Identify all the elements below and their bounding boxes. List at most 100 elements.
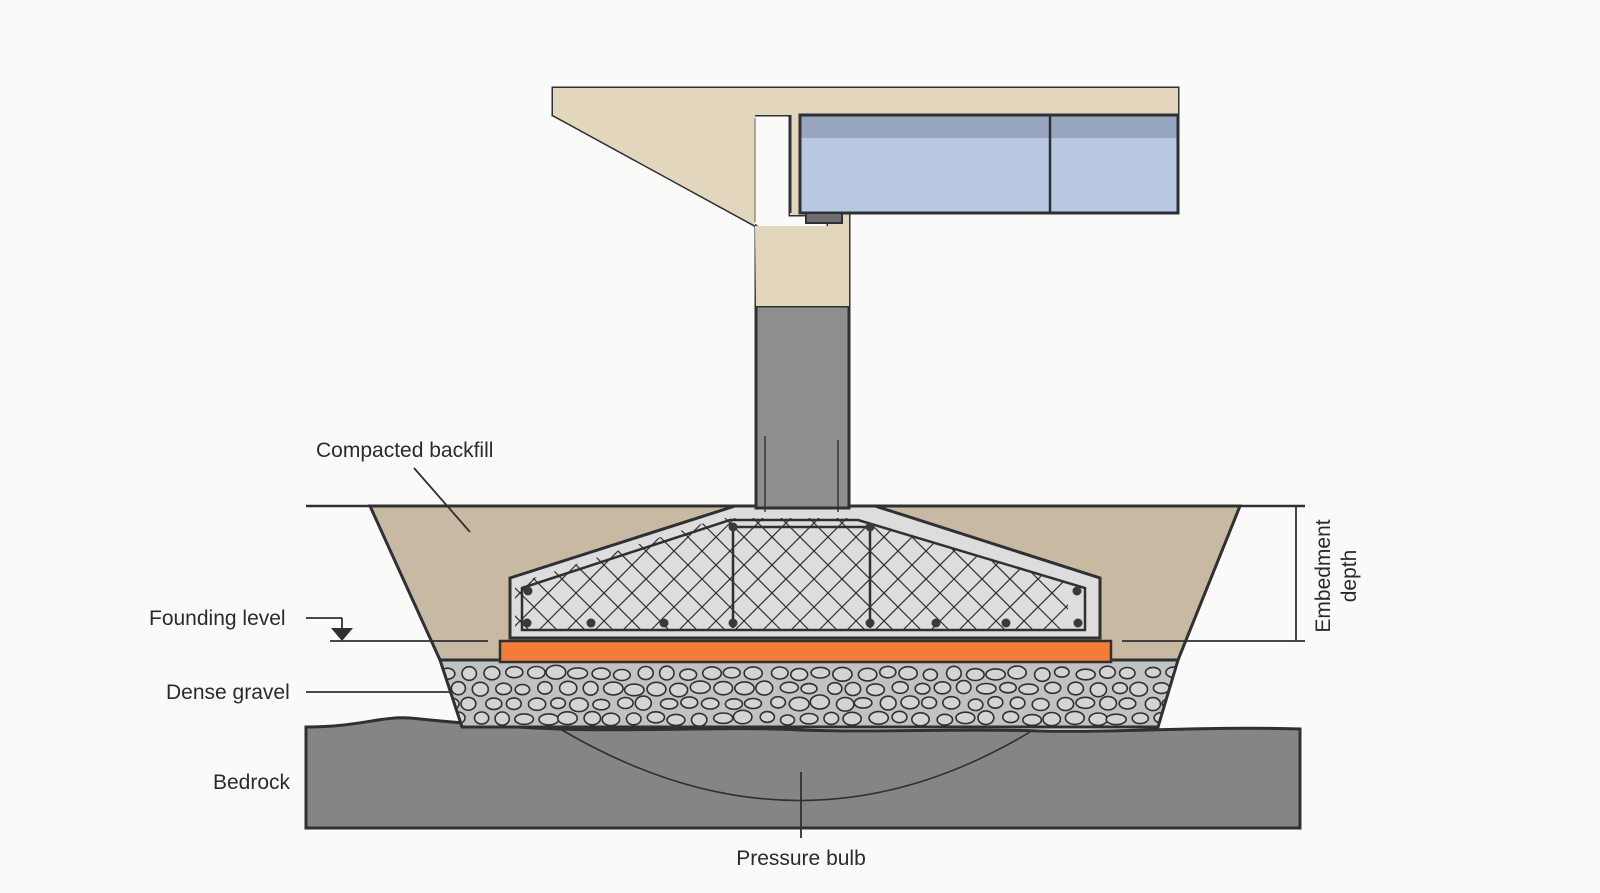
gravel-stone [1118,666,1136,680]
gravel-stone [868,710,890,726]
lean-concrete-pad [498,639,1113,664]
gravel-stone [461,665,478,682]
gravel-stone [527,697,547,712]
gravel-stone [513,713,535,726]
gravel-stone [941,695,961,710]
gravel-stone [832,666,853,682]
gravel-stone [612,668,632,682]
gravel-stone [1007,665,1028,680]
gravel-stone [700,697,720,710]
label-founding-level: Founding level [149,607,286,630]
gravel-stone [734,681,755,696]
bedrock-layer [304,716,1302,830]
gravel-stone [1021,713,1043,727]
gravel-stone [689,680,711,695]
gravel-stone [955,679,972,695]
gravel-stone [922,668,939,682]
rebar-dot [659,618,669,628]
rebar-dot [586,618,596,628]
gravel-stone [759,710,776,724]
gravel-stone [900,695,920,710]
gravel-stone [799,712,819,725]
gravel-stone [526,665,546,680]
gravel-stone [473,711,490,725]
gravel-stone [898,665,919,681]
rebar-dot [1001,618,1011,628]
gravel-stone [800,682,818,695]
gravel-stone [1001,710,1020,724]
gravel-stone [556,710,578,726]
gravel-stone [1089,682,1108,698]
gravel-stone [1056,696,1075,712]
label-bedrock: Bedrock [213,771,291,794]
gravel-stone [987,695,1004,709]
gravel-stone [591,667,611,681]
gravel-stone [1009,696,1026,710]
bearing [805,212,843,224]
gravel-stone [789,667,809,682]
gravel-stone [975,682,997,695]
gravel-stone [933,680,952,695]
gravel-stone [1067,681,1085,696]
label-compacted-backfill: Compacted backfill [316,439,493,462]
gravel-stone [810,666,831,679]
gravel-stone [743,666,764,681]
rebar-dot [523,586,533,596]
gravel-stone [460,696,477,711]
gravel-stone [623,683,645,697]
gravel-stone [955,711,976,725]
gravel-stone [1098,665,1117,680]
gravel-stone [658,665,675,681]
gravel-stone [920,696,938,710]
gravel-stone [1042,711,1062,727]
gravel-stone [779,681,800,694]
gravel-stone [504,665,524,679]
gravel-stone [977,710,995,726]
gravel-stone [857,667,878,682]
gravel-stone [826,681,843,696]
gravel-stone [495,682,513,696]
gravel-stone [985,668,1007,681]
gravel-stone [1144,696,1162,712]
girder [788,113,1180,215]
gravel-stone [936,713,954,726]
gravel-stone [1018,683,1040,696]
gravel-stone [625,712,642,726]
gravel-stone [592,698,611,711]
column [754,304,851,510]
gravel-stone [701,666,723,681]
gravel-stone [769,695,787,709]
gravel-stone [967,698,984,712]
gravel-stone [1031,697,1050,712]
founding-level-arrow [331,628,353,641]
gravel-stone [538,713,560,726]
rebar-dot [1072,586,1082,596]
gravel-stone [1111,681,1129,695]
gravel-stone [549,697,567,710]
gravel-stone [879,695,897,711]
gravel-stone [891,680,910,695]
gravel-stone [965,667,985,682]
gravel-stone [537,680,553,695]
gravel-stone [483,665,501,681]
gravel-stone [724,697,744,710]
gravel-stone [616,696,634,710]
gravel-stone [666,713,686,727]
gravel-stone [634,695,653,711]
gravel-stone [690,712,708,727]
rebar-dot [522,618,532,628]
gravel-stone [646,681,667,697]
label-pressure-bulb: Pressure bulb [736,847,866,870]
gravel-stone [582,680,599,696]
gravel-stone [545,664,567,680]
gravel-stone [823,711,840,726]
gravel-stone [1033,667,1051,683]
gravel-stone [914,682,931,695]
gravel-stone [471,681,490,697]
gravel-stone [568,697,590,713]
gravel-stone [779,714,796,726]
dense-gravel-layer [437,658,1181,729]
rebar-dot [931,618,941,628]
gravel-stone [998,681,1017,694]
